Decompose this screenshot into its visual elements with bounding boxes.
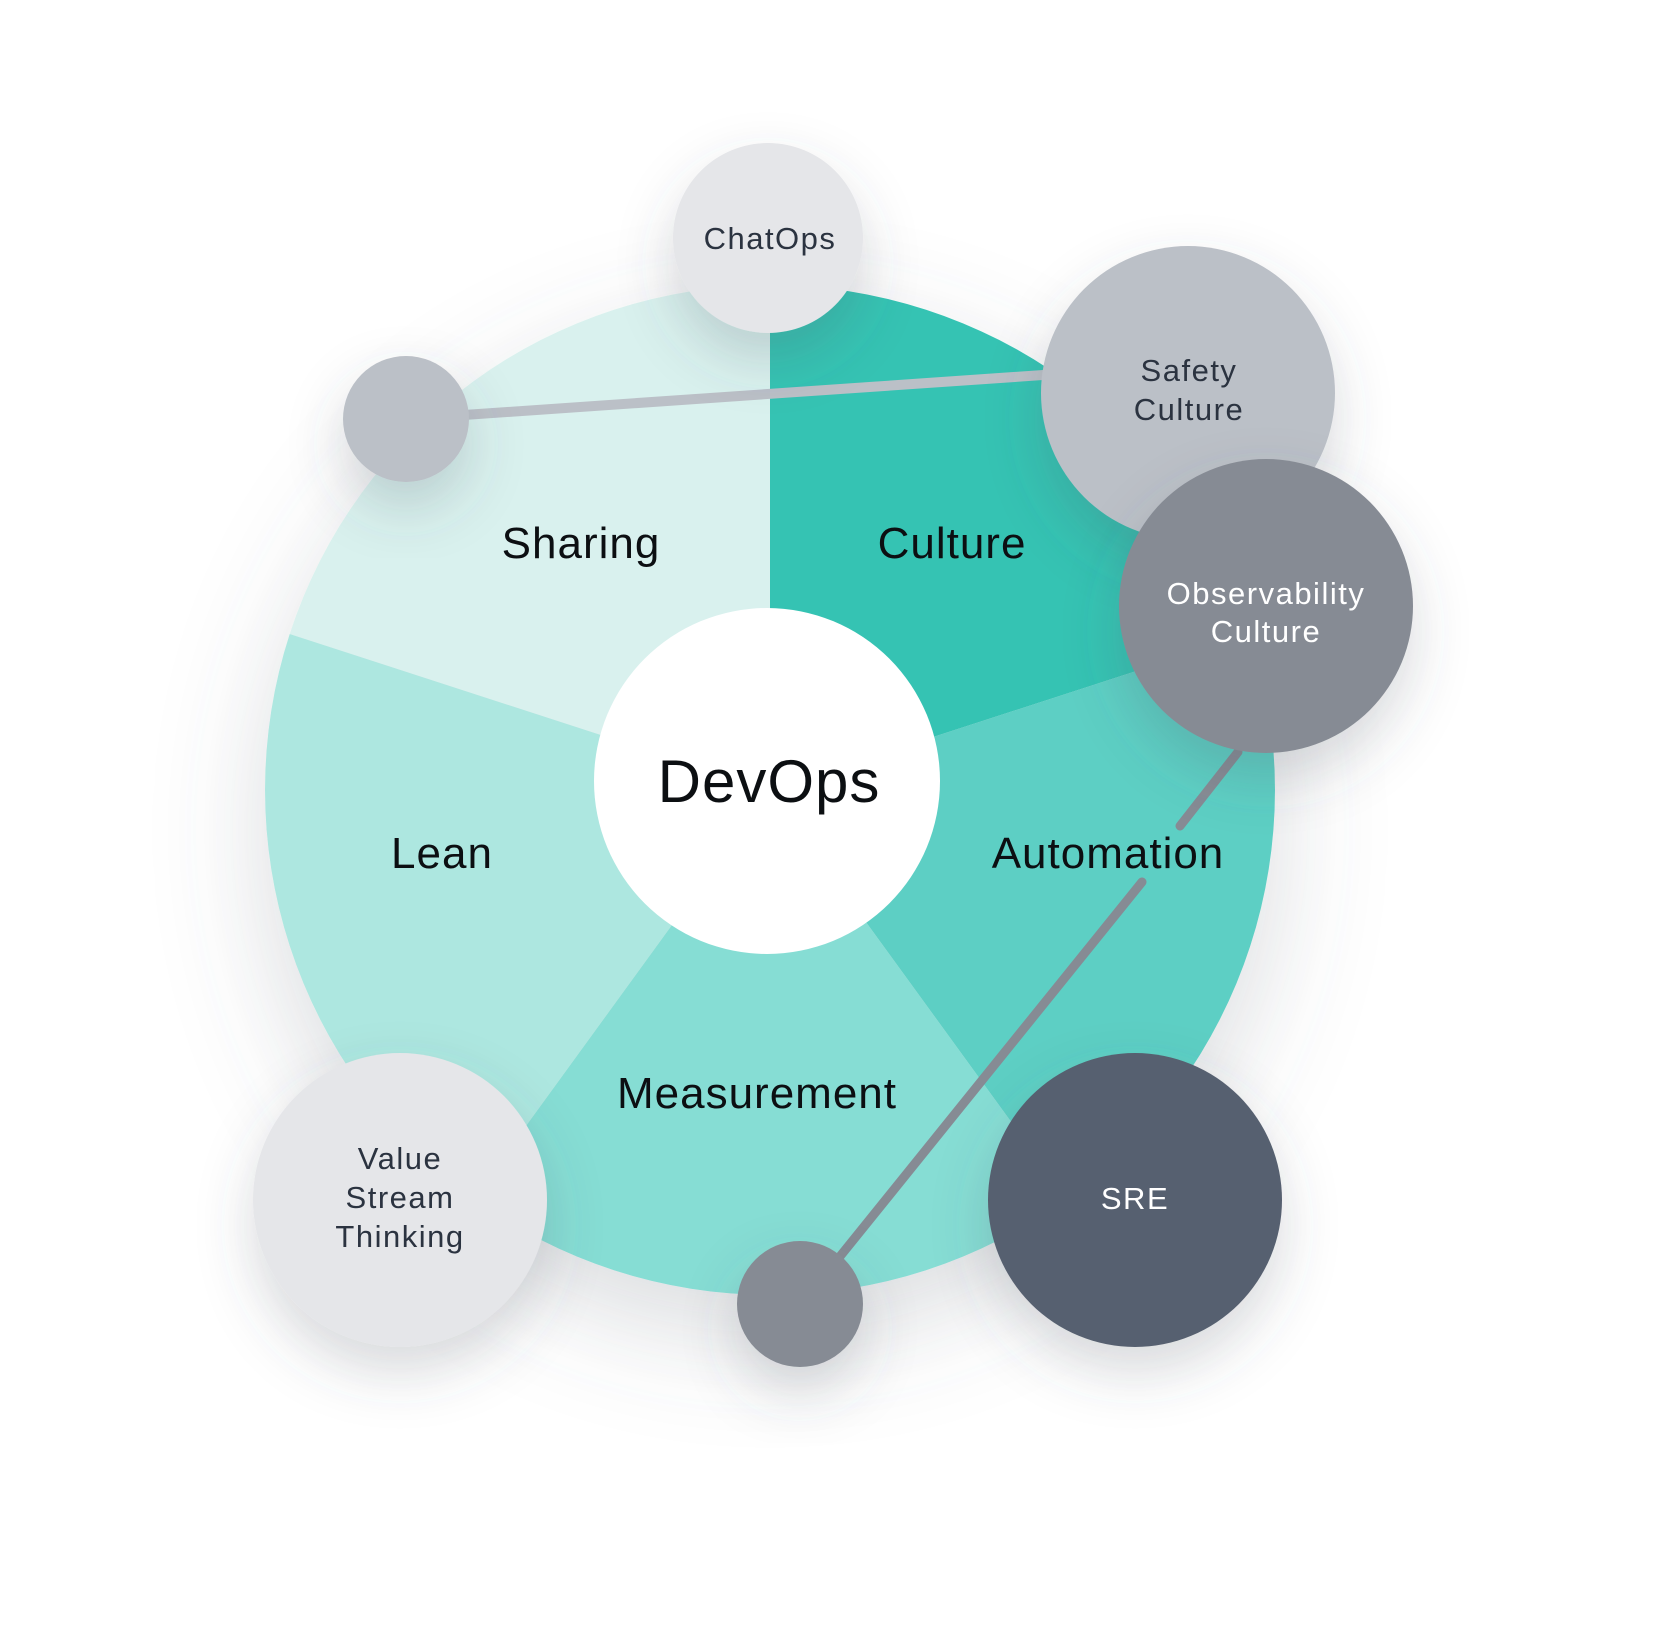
connector-node-left[interactable] [343, 356, 469, 482]
segment-label-culture: Culture [878, 519, 1027, 568]
bubble-label-sre: SRE [1101, 1181, 1169, 1216]
bubble-label-value-stream-line2: Stream [346, 1180, 455, 1215]
segment-measurement[interactable] [473, 790, 1067, 1295]
bubble-label-chatops: ChatOps [704, 221, 837, 256]
bubble-label-safety-culture-line2: Culture [1134, 392, 1244, 427]
bubble-sre-group [988, 1053, 1282, 1347]
bubble-value-stream-group [253, 1053, 547, 1347]
bubble-chatops[interactable] [673, 143, 863, 333]
segment-label-lean: Lean [391, 829, 493, 878]
segment-label-sharing: Sharing [502, 519, 661, 568]
bubble-label-observability-culture-line1: Observability [1167, 576, 1366, 611]
bubble-label-safety-culture-line1: Safety [1141, 353, 1238, 388]
center-label: DevOps [658, 748, 881, 815]
node-bottom-small-group [737, 1241, 863, 1367]
bubble-chatops-group [673, 143, 863, 333]
bubble-sre[interactable] [988, 1053, 1282, 1347]
connector-node-bottom[interactable] [737, 1241, 863, 1367]
bubble-observability-culture[interactable] [1119, 459, 1413, 753]
connector-observability-top [1175, 747, 1243, 831]
bubble-label-value-stream-line3: Thinking [335, 1219, 464, 1254]
segment-label-automation: Automation [992, 829, 1225, 878]
bubble-observability-culture-group [1119, 459, 1413, 753]
bubble-label-observability-culture-line2: Culture [1211, 614, 1321, 649]
node-left-small-group [343, 356, 469, 482]
connector-observability-lower [795, 877, 1147, 1311]
bubble-value-stream-thinking[interactable] [253, 1053, 547, 1347]
bubble-label-value-stream-line1: Value [358, 1141, 443, 1176]
segment-label-measurement: Measurement [617, 1069, 897, 1118]
center-hub[interactable] [594, 608, 940, 954]
